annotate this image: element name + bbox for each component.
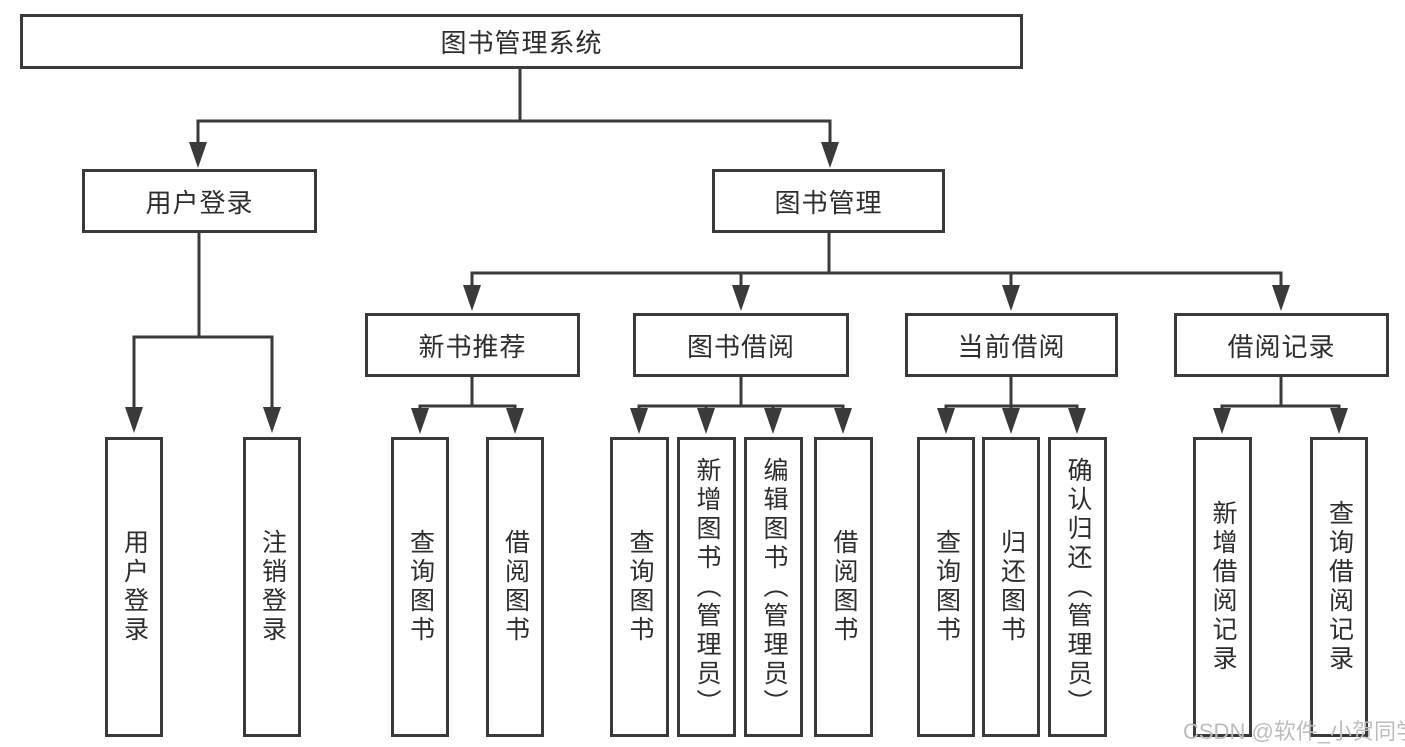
leaf-query-books-current: 查询图书 <box>917 437 975 737</box>
connector-borrow-record-branch <box>1220 375 1341 415</box>
connector-root-level2 <box>196 67 832 149</box>
node-current-borrow: 当前借阅 <box>905 313 1118 377</box>
leaf-query-borrow-record: 查询借阅记录 <box>1310 437 1368 737</box>
connector-book-management-branch <box>470 231 1283 291</box>
connector-book-borrow-branch <box>637 375 845 415</box>
connector-current-borrow-branch <box>944 375 1079 415</box>
node-library-management-system: 图书管理系统 <box>20 14 1023 69</box>
connector-new-book-branch <box>418 375 517 415</box>
leaf-borrow-books-recommend: 借阅图书 <box>486 437 544 737</box>
leaf-logout: 注销登录 <box>243 437 301 737</box>
leaf-add-book-admin: 新增图书（管理员） <box>677 437 736 737</box>
node-book-borrow: 图书借阅 <box>633 313 849 377</box>
node-borrow-records: 借阅记录 <box>1174 313 1389 377</box>
arrowheads <box>125 142 1348 434</box>
leaf-return-book: 归还图书 <box>982 437 1040 737</box>
leaf-user-login: 用户登录 <box>105 437 163 737</box>
leaf-edit-book-admin: 编辑图书（管理员） <box>744 437 803 737</box>
node-new-book-recommend: 新书推荐 <box>365 313 580 377</box>
connector-user-login-branch <box>132 231 274 412</box>
leaf-query-books-borrow: 查询图书 <box>610 437 669 737</box>
leaf-add-borrow-record: 新增借阅记录 <box>1193 437 1252 737</box>
node-book-management: 图书管理 <box>712 169 945 233</box>
leaf-borrow-books: 借阅图书 <box>814 437 873 737</box>
csdn-watermark: CSDN @软件_小贺同学 <box>1183 719 1405 744</box>
node-user-login: 用户登录 <box>82 169 317 233</box>
leaf-query-books-recommend: 查询图书 <box>391 437 449 737</box>
leaf-confirm-return-admin: 确认归还（管理员） <box>1048 437 1107 737</box>
